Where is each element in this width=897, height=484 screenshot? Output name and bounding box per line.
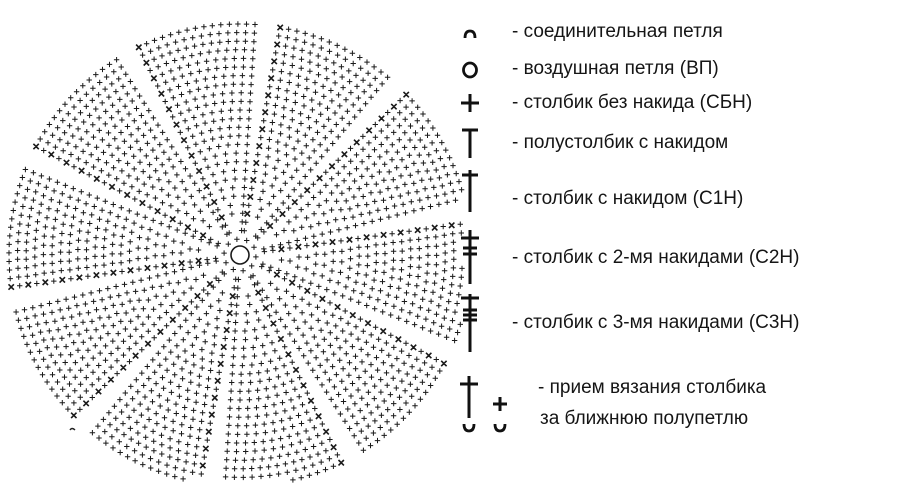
- double-treble-crochet-icon: [461, 294, 479, 352]
- stray-mark: [69, 427, 76, 431]
- single-crochet-stitches: [6, 21, 465, 483]
- slip-stitch-icon: [463, 29, 477, 39]
- back-loop-stitch-icons: [460, 376, 507, 433]
- legend-slip-stitch-label: - соединительная петля: [512, 21, 723, 42]
- legend-dc-label: - столбик с накидом (С1Н): [512, 188, 744, 209]
- legend-dtr-label: - столбик с 3-мя накидами (С3Н): [512, 312, 800, 333]
- half-double-crochet-icon: [462, 128, 478, 158]
- treble-crochet-icon: [461, 230, 479, 284]
- legend-sc-label: - столбик без накида (СБН): [512, 92, 753, 113]
- center-magic-ring-icon: [230, 245, 250, 265]
- double-crochet-icon: [462, 170, 478, 212]
- legend-hdc-label: - полустолбик с накидом: [512, 132, 729, 153]
- chain-stitch-icon: [462, 61, 478, 79]
- legend-chain-label: - воздушная петля (ВП): [512, 58, 719, 79]
- motif-wedges: [6, 21, 465, 483]
- seam-cross-stitches: [7, 24, 455, 469]
- legend-back-loop-label-2: за ближнюю полупетлю: [540, 408, 749, 429]
- legend-back-loop-label-1: - прием вязания столбика: [538, 377, 767, 398]
- single-crochet-icon: [461, 94, 479, 112]
- crochet-round-motif-diagram: [6, 21, 465, 483]
- legend-tr-label: - столбик с 2-мя накидами (С2Н): [512, 247, 800, 268]
